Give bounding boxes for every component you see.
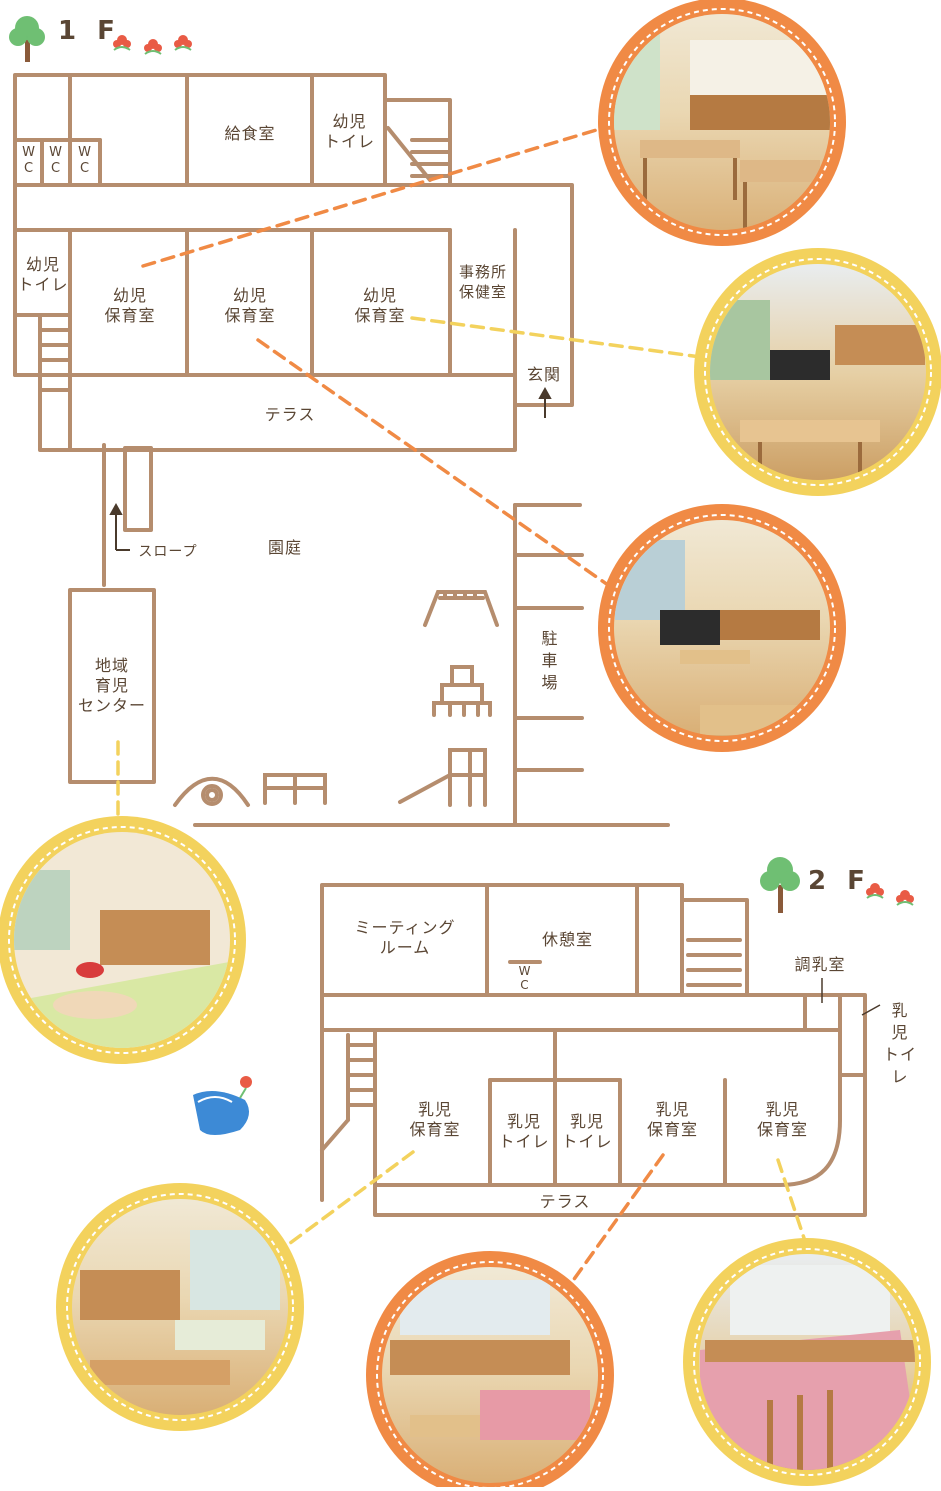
photo-connectors <box>116 126 810 1284</box>
room-office: 事務所 保健室 <box>458 263 507 301</box>
floor1-title: 1 F <box>58 16 121 46</box>
photo-circle-1f-class1 <box>598 0 846 246</box>
floor2-title: 2 F <box>808 866 871 896</box>
room-wc-3: W C <box>78 145 92 176</box>
label-pointers <box>821 978 881 1016</box>
room-kitchen: 給食室 <box>224 124 276 143</box>
room-community-center: 地域 育児 センター <box>77 656 146 715</box>
room-infant-toilet-side: 乳 児 トイレ <box>882 1001 917 1086</box>
room-infant-3: 乳児 保育室 <box>756 1100 808 1139</box>
arrows <box>109 386 552 551</box>
room-infant-toilet-2: 乳児 トイレ <box>561 1112 613 1151</box>
room-entrance: 玄関 <box>526 365 561 384</box>
room-wc-1: W C <box>22 145 36 176</box>
label-slope: スロープ <box>138 544 198 560</box>
bird-icon <box>193 1076 252 1135</box>
tree-icon-2f <box>760 857 800 913</box>
room-wc-2: W C <box>49 145 63 176</box>
photo-circle-1f-class3 <box>694 248 941 496</box>
floor1-walls <box>13 73 670 827</box>
room-wc-2f: W C <box>518 964 532 992</box>
photo-circle-1f-community <box>0 816 246 1064</box>
room-infant-1: 乳児 保育室 <box>409 1100 461 1139</box>
flower-icons <box>113 35 914 906</box>
room-toilet-left: 幼児 トイレ <box>17 255 69 294</box>
room-formula: 調乳室 <box>794 955 846 974</box>
playground-equipment <box>173 590 499 807</box>
room-class-2: 幼児 保育室 <box>224 286 276 325</box>
room-infant-toilet-1: 乳児 トイレ <box>498 1112 550 1151</box>
room-meeting: ミーティング ルーム <box>354 918 456 957</box>
room-rest: 休憩室 <box>541 930 593 949</box>
area-terrace-1f: テラス <box>264 405 316 424</box>
room-infant-2: 乳児 保育室 <box>646 1100 698 1139</box>
area-garden: 園庭 <box>267 538 302 557</box>
photo-circle-1f-class2 <box>598 504 846 752</box>
area-parking: 駐 車 場 <box>541 629 559 692</box>
room-class-3: 幼児 保育室 <box>354 286 406 325</box>
photo-circle-2f-infant2 <box>366 1251 614 1491</box>
area-terrace-2f: テラス <box>539 1192 591 1211</box>
photo-circle-2f-infant1 <box>56 1183 304 1431</box>
room-class-1: 幼児 保育室 <box>104 286 156 325</box>
photo-circle-2f-infant3 <box>683 1238 931 1486</box>
room-toilet-top: 幼児 トイレ <box>323 112 375 151</box>
tree-icon <box>9 16 45 62</box>
